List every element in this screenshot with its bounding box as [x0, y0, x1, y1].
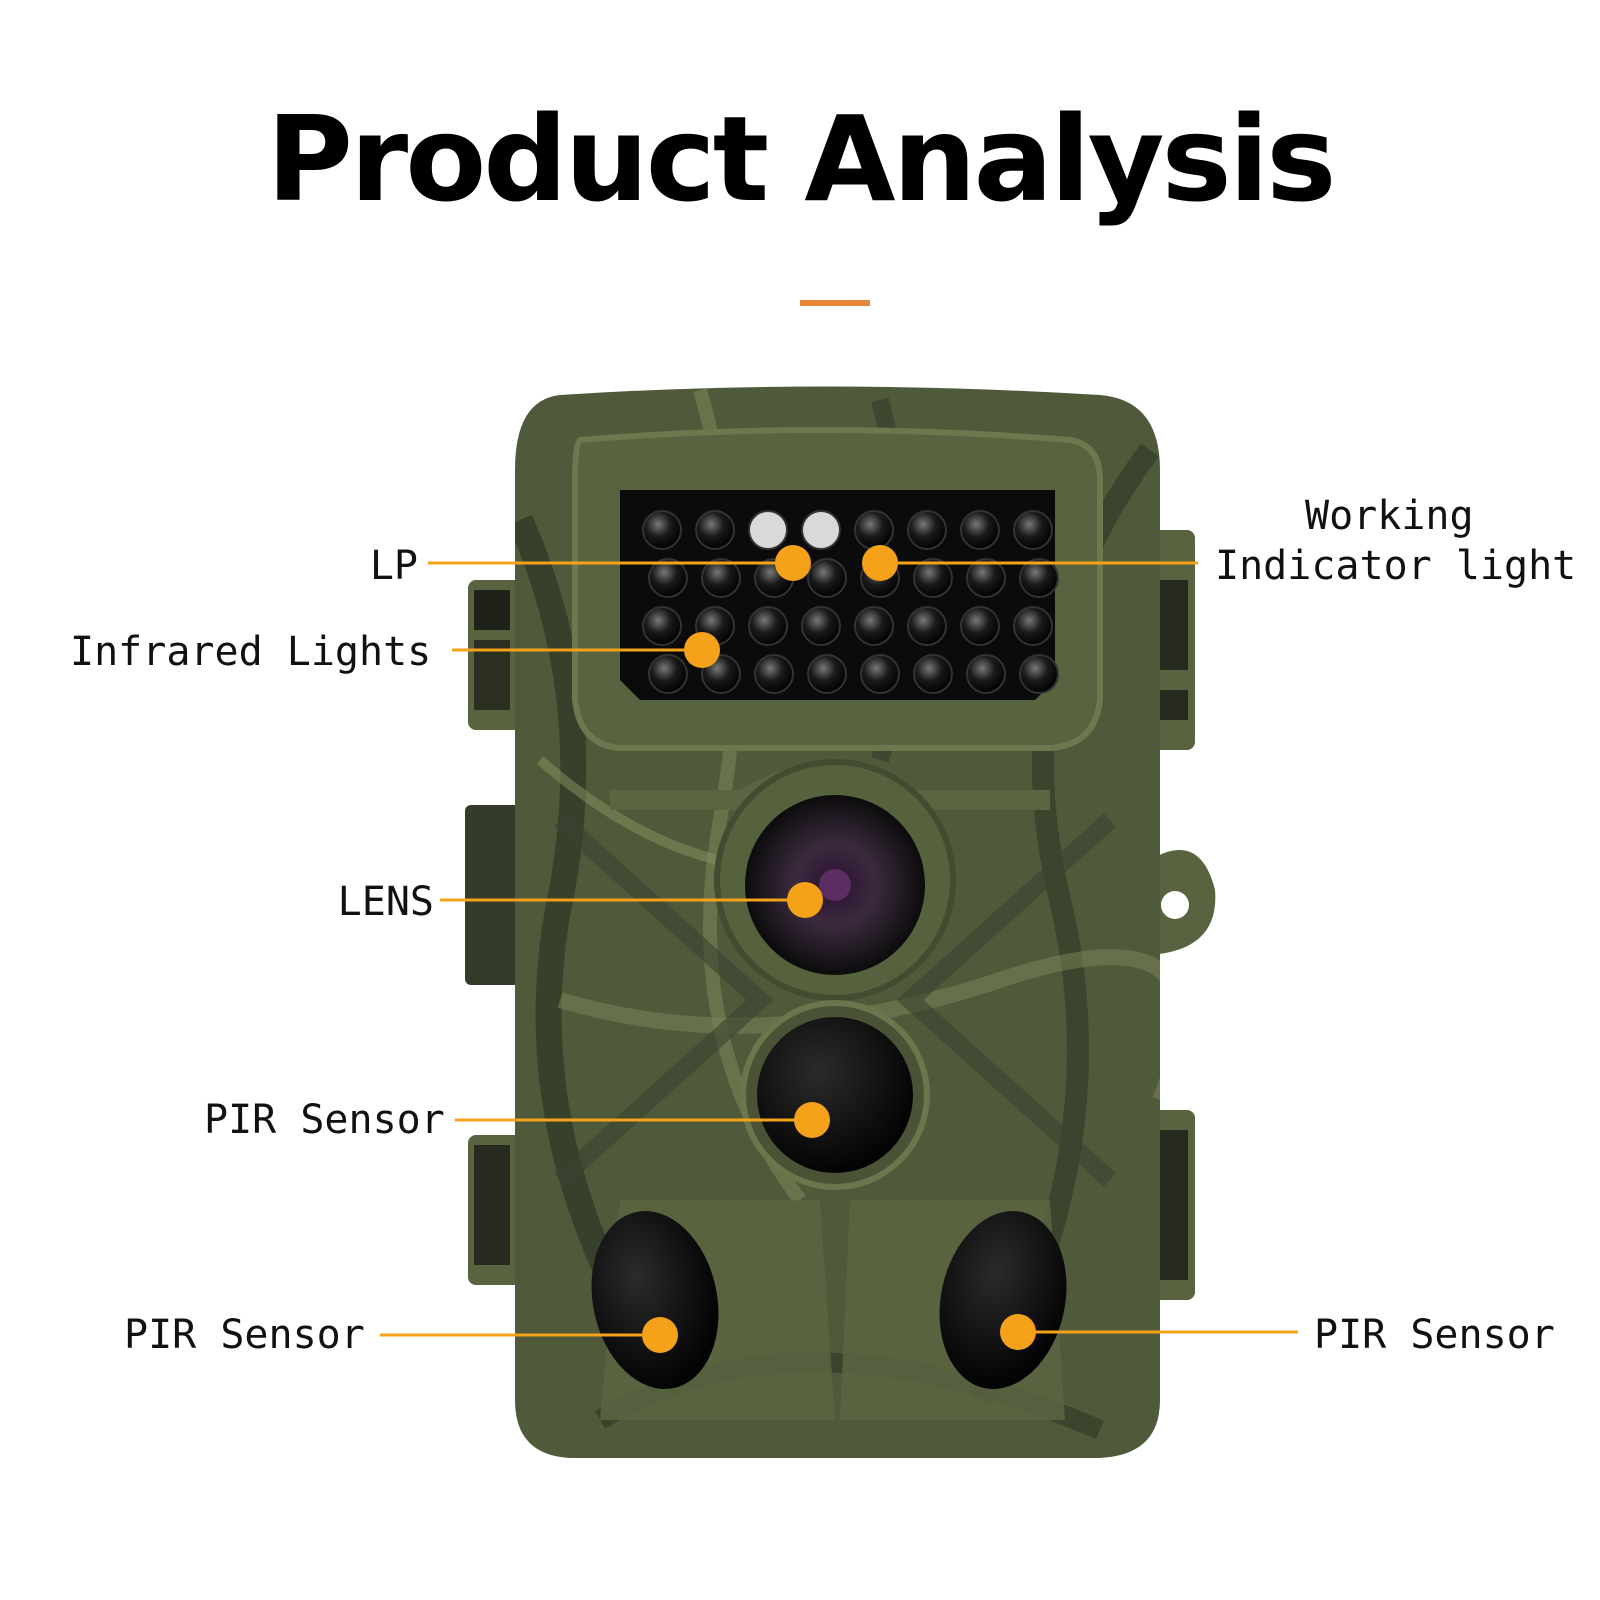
callout-dot-pir-left [642, 1317, 678, 1353]
infrared-led [807, 558, 847, 598]
infrared-led [1019, 654, 1059, 694]
callout-label-lp: LP [369, 543, 418, 589]
infrared-led [648, 654, 688, 694]
center-pir-housing [740, 1000, 930, 1190]
title-accent-bar [800, 300, 870, 306]
callout-dot-infrared [684, 632, 720, 668]
infrared-led [854, 510, 894, 550]
callout-lines [380, 545, 1298, 1353]
callout-label-lens: LENS [337, 879, 434, 925]
infrared-led [701, 558, 741, 598]
infrared-led [913, 558, 953, 598]
indicator-led [801, 510, 841, 550]
infrared-led [801, 606, 841, 646]
infrared-led [966, 654, 1006, 694]
callout-label-pir-center: PIR Sensor [204, 1097, 445, 1143]
callout-dot-working [862, 545, 898, 581]
callout-dot-lens [787, 882, 823, 918]
center-pir-sensor [757, 1017, 913, 1173]
callout-label-pir-right: PIR Sensor [1314, 1312, 1555, 1358]
infrared-led [913, 654, 953, 694]
infrared-led [807, 654, 847, 694]
infrared-led [907, 510, 947, 550]
callout-label-pir-left: PIR Sensor [124, 1312, 365, 1358]
infrared-led [960, 510, 1000, 550]
infrared-led [754, 654, 794, 694]
left-pir-housing [591, 1200, 835, 1420]
page-title: Product Analysis [266, 90, 1337, 228]
infrared-led [966, 558, 1006, 598]
infrared-lights-grid [642, 510, 1059, 694]
callout-dot-pir-center [794, 1102, 830, 1138]
callout-label-infrared: Infrared Lights [70, 629, 432, 675]
infrared-led [695, 510, 735, 550]
callout-dot-lp [775, 545, 811, 581]
infrared-led [1013, 510, 1053, 550]
infrared-led [1013, 606, 1053, 646]
callout-label-working-line2: Indicator light [1215, 543, 1577, 589]
infrared-led [1019, 558, 1059, 598]
callout-dot-pir-right [1000, 1314, 1036, 1350]
left-pir-sensor [591, 1211, 719, 1389]
infrared-led [648, 558, 688, 598]
infrared-led [642, 510, 682, 550]
infrared-led [748, 606, 788, 646]
infrared-led [854, 606, 894, 646]
indicator-led [748, 510, 788, 550]
lens-housing [610, 759, 1050, 1001]
left-strap-bracket [465, 580, 528, 1285]
infrared-led [907, 606, 947, 646]
right-pir-sensor [939, 1211, 1067, 1389]
infrared-panel [572, 427, 1103, 751]
right-pir-housing [840, 1200, 1067, 1420]
infrared-led [960, 606, 1000, 646]
infrared-led [860, 654, 900, 694]
infrared-led [642, 606, 682, 646]
callout-label-working-line1: Working [1305, 493, 1474, 539]
